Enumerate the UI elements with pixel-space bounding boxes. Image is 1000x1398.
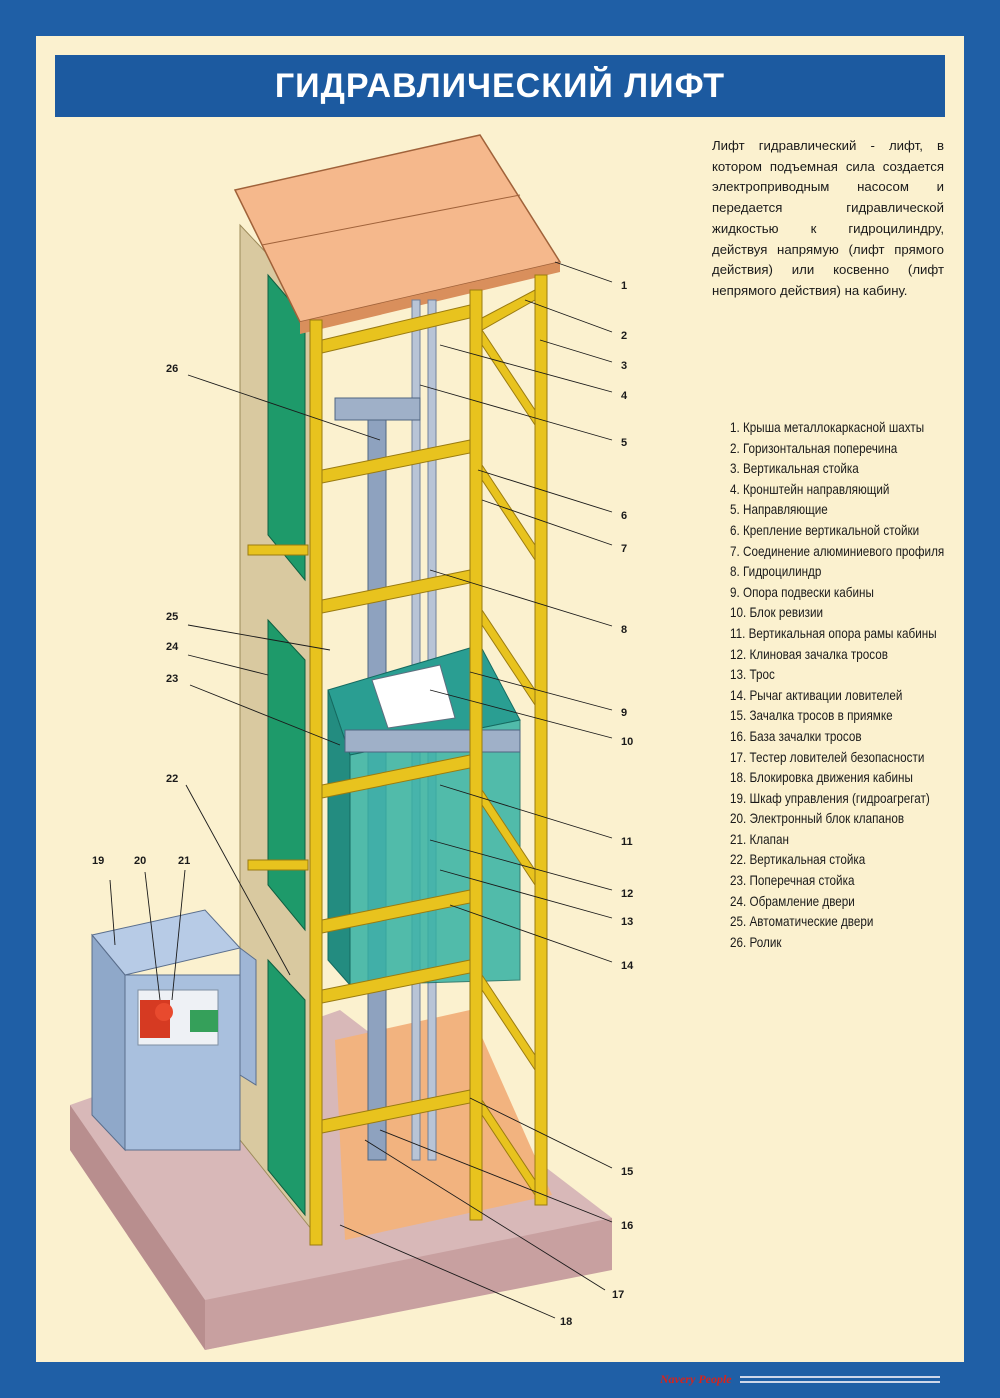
publisher-logo: Navery People (660, 1371, 732, 1386)
callout-11: 11 (621, 836, 633, 848)
callout-21: 21 (178, 855, 190, 867)
callout-25: 25 (166, 611, 178, 623)
legend-item: 9. Опора подвески кабины (730, 584, 874, 600)
callout-16: 16 (621, 1220, 633, 1232)
legend-item: 24. Обрамление двери (730, 893, 855, 909)
callout-4: 4 (621, 390, 628, 402)
legend-item: 7. Соединение алюминиевого профиля (730, 543, 945, 559)
callout-3: 3 (621, 360, 627, 372)
steel-frame (247, 274, 548, 1246)
legend-item: 15. Зачалка тросов в приямке (730, 708, 893, 724)
legend-item: 5. Направляющие (730, 502, 828, 518)
legend-item: 20. Электронный блок клапанов (730, 811, 905, 827)
control-cabinet (91, 909, 257, 1152)
publisher-footer: Navery People (660, 1366, 960, 1392)
callout-7: 7 (621, 543, 627, 555)
legend-item: 2. Горизонтальная поперечина (730, 440, 898, 456)
legend-item: 17. Тестер ловителей безопасности (730, 749, 925, 765)
callout-18: 18 (560, 1316, 572, 1328)
legend-item: 16. База зачалки тросов (730, 728, 862, 744)
fine-print (739, 1375, 940, 1383)
legend-item: 8. Гидроцилиндр (730, 564, 822, 580)
page-title: ГИДРАВЛИЧЕСКИЙ ЛИФТ (274, 66, 726, 105)
callout-26: 26 (166, 363, 178, 375)
legend-item: 12. Клиновая зачалка тросов (730, 646, 888, 662)
shaft-roof (233, 134, 562, 334)
callout-9: 9 (621, 707, 627, 719)
callout-10: 10 (621, 736, 633, 748)
callout-2: 2 (621, 330, 627, 342)
legend-item: 19. Шкаф управления (гидроагрегат) (730, 790, 930, 806)
intro-paragraph: Лифт гидравлический - лифт, в котором по… (712, 138, 944, 298)
legend-item: 3. Вертикальная стойка (730, 461, 859, 477)
legend-item: 25. Автоматические двери (730, 914, 874, 930)
legend-item: 4. Кронштейн направляющий (730, 481, 890, 497)
legend-item: 10. Блок ревизии (730, 605, 824, 621)
legend-item: 21. Клапан (730, 831, 789, 847)
title-bar: ГИДРАВЛИЧЕСКИЙ ЛИФТ (55, 55, 945, 117)
legend-item: 22. Вертикальная стойка (730, 852, 866, 868)
callout-23: 23 (166, 673, 178, 685)
callout-14: 14 (621, 960, 634, 972)
legend-item: 18. Блокировка движения кабины (730, 770, 913, 786)
callout-13: 13 (621, 916, 633, 928)
callout-1: 1 (621, 280, 627, 292)
parts-legend: 1. Крыша металлокаркасной шахты 2. Горизо… (730, 418, 944, 953)
shaft-left-wall (239, 223, 321, 1242)
callout-6: 6 (621, 510, 627, 522)
callout-12: 12 (621, 888, 633, 900)
legend-item: 6. Крепление вертикальной стойки (730, 522, 920, 538)
callout-numbers: 1 2 3 4 5 6 7 8 9 10 11 12 13 14 15 16 1… (92, 280, 634, 1328)
callout-20: 20 (134, 855, 146, 867)
legend-item: 11. Вертикальная опора рамы кабины (730, 625, 937, 641)
callout-17: 17 (612, 1289, 624, 1301)
callout-24: 24 (166, 641, 179, 653)
callout-8: 8 (621, 624, 627, 636)
legend-item: 23. Поперечная стойка (730, 873, 855, 889)
legend-item: 1. Крыша металлокаркасной шахты (730, 420, 925, 435)
callout-15: 15 (621, 1166, 633, 1178)
callout-19: 19 (92, 855, 104, 867)
leader-lines (109, 261, 613, 1319)
legend-item: 14. Рычаг активации ловителей (730, 687, 903, 703)
legend-item: 26. Ролик (730, 934, 782, 950)
callout-22: 22 (166, 773, 178, 785)
callout-5: 5 (621, 437, 627, 449)
legend-item: 13. Трос (730, 667, 775, 683)
